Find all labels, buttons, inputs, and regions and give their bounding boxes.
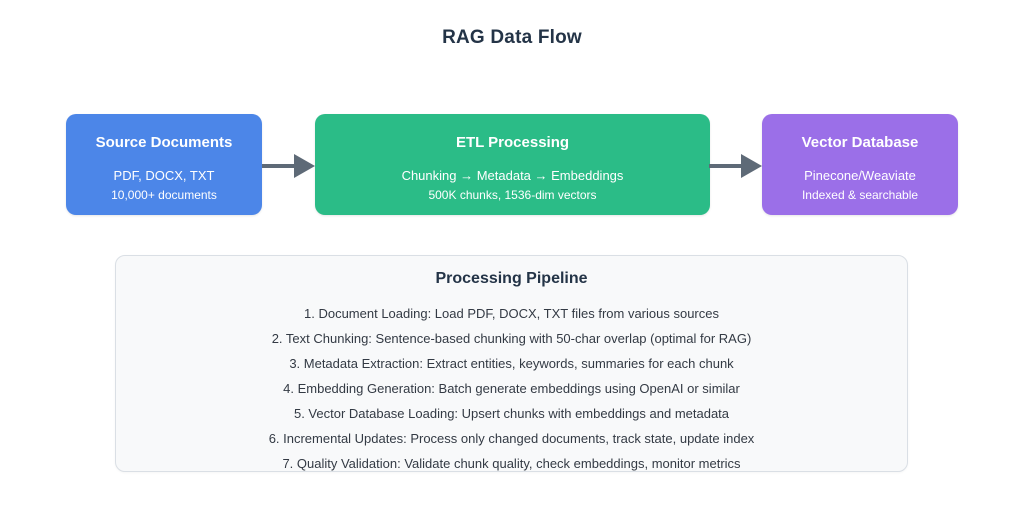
node-subtitle: PDF, DOCX, TXT bbox=[113, 168, 215, 183]
flow-node-etl-processing: ETL Processing Chunking → Metadata → Emb… bbox=[315, 114, 710, 215]
node-title: Vector Database bbox=[801, 134, 919, 151]
pipeline-step: 7. Quality Validation: Validate chunk qu… bbox=[282, 456, 741, 471]
node-detail: 500K chunks, 1536-dim vectors bbox=[428, 188, 597, 202]
pipeline-step: 1. Document Loading: Load PDF, DOCX, TXT… bbox=[304, 306, 719, 321]
node-subtitle: Chunking → Metadata → Embeddings bbox=[401, 168, 624, 183]
node-title: Source Documents bbox=[95, 134, 233, 151]
pipeline-steps-list: 1. Document Loading: Load PDF, DOCX, TXT… bbox=[116, 301, 907, 476]
pipeline-step: 3. Metadata Extraction: Extract entities… bbox=[289, 356, 734, 371]
pipeline-title: Processing Pipeline bbox=[435, 270, 588, 287]
arrow-head bbox=[741, 154, 762, 178]
flow-arrow-icon bbox=[262, 154, 315, 178]
pipeline-step: 4. Embedding Generation: Batch generate … bbox=[283, 381, 740, 396]
pipeline-step: 2. Text Chunking: Sentence-based chunkin… bbox=[271, 331, 752, 346]
arrow-head bbox=[294, 154, 315, 178]
arrow-tail bbox=[709, 164, 744, 168]
pipeline-step: 5. Vector Database Loading: Upsert chunk… bbox=[293, 406, 730, 421]
page-title: RAG Data Flow bbox=[442, 27, 582, 48]
flow-node-source-documents: Source Documents PDF, DOCX, TXT 10,000+ … bbox=[66, 114, 262, 215]
node-title: ETL Processing bbox=[455, 134, 570, 151]
processing-pipeline-panel: Processing Pipeline 1. Document Loading:… bbox=[115, 255, 908, 472]
flow-arrow-icon bbox=[709, 154, 762, 178]
arrow-tail bbox=[262, 164, 297, 168]
node-detail: 10,000+ documents bbox=[111, 188, 217, 202]
pipeline-step: 6. Incremental Updates: Process only cha… bbox=[268, 431, 755, 446]
flow-node-vector-database: Vector Database Pinecone/Weaviate Indexe… bbox=[762, 114, 958, 215]
node-detail: Indexed & searchable bbox=[801, 188, 919, 202]
node-subtitle: Pinecone/Weaviate bbox=[804, 168, 916, 183]
